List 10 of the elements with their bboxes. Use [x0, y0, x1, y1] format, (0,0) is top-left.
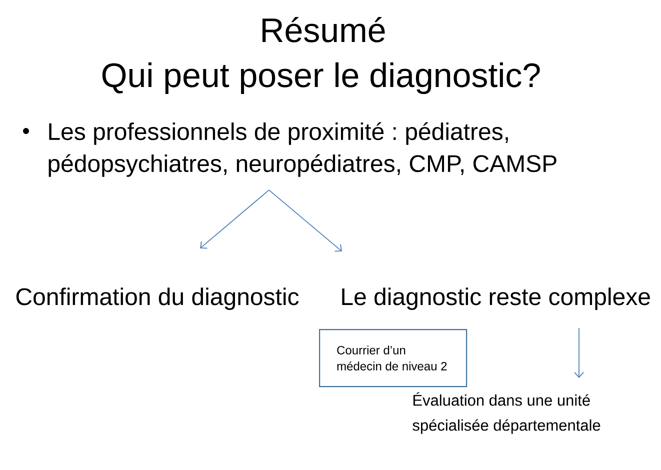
arrow	[574, 328, 584, 378]
subtitle: Qui peut poser le diagnostic?	[102, 62, 540, 94]
bullet-text: Les professionnels de proximité : pédiatres, pédopsychiatres, neuropédiatres, CMP, CAMSP	[48, 122, 556, 177]
arrow	[268, 190, 342, 252]
title: Résumé	[262, 16, 385, 42]
outcome-label: Le diagnostic reste complexe	[342, 288, 650, 310]
arrow	[200, 190, 270, 249]
step-label: Évaluation dans une unité spécialisée départementale	[412, 392, 600, 434]
note-box: Courrier d’un médecin de niveau 2	[319, 329, 468, 388]
outcome-label: Confirmation du diagnostic	[16, 288, 299, 310]
